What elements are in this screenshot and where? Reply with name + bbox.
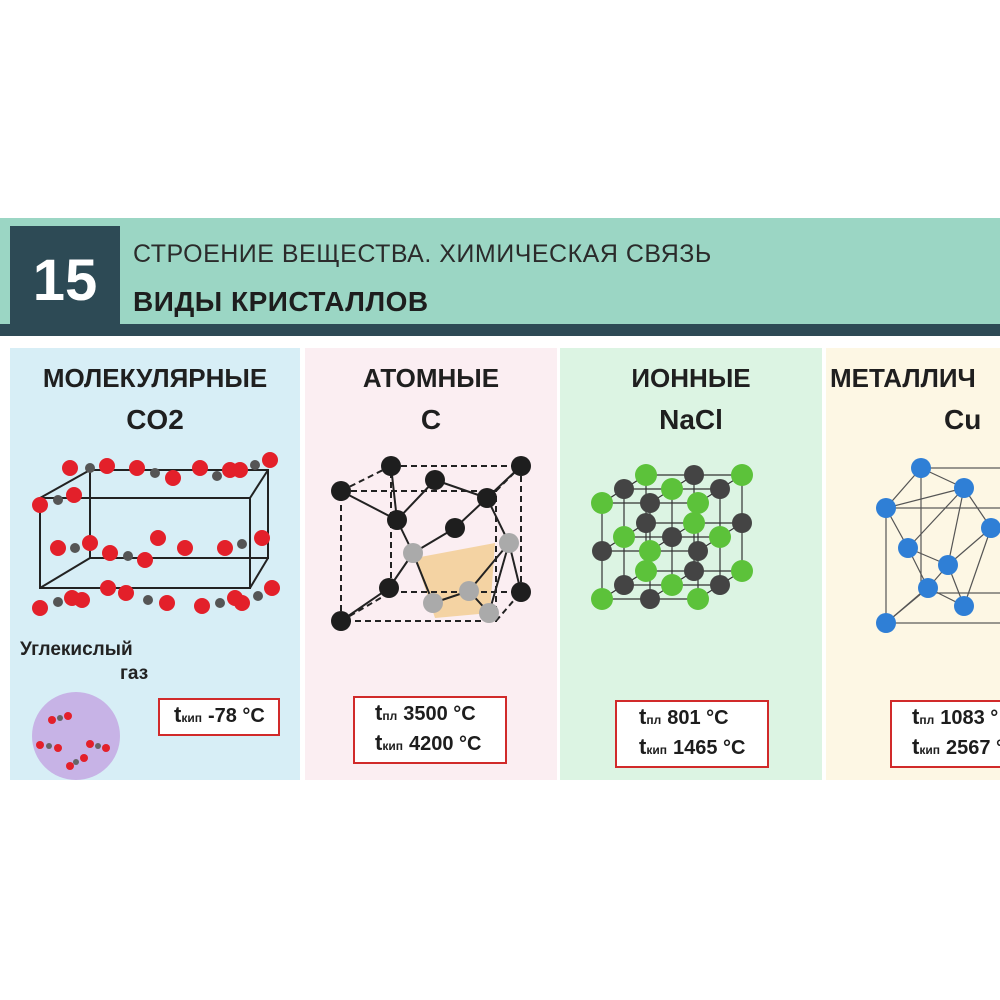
sodium-ion — [661, 478, 683, 500]
chlorine-ion — [640, 589, 660, 609]
chlorine-ion — [684, 465, 704, 485]
panel-type: ИОННЫЕ — [631, 363, 751, 393]
chlorine-ion — [662, 527, 682, 547]
sodium-ion — [687, 588, 709, 610]
sodium-ion — [683, 512, 705, 534]
chlorine-ion — [684, 561, 704, 581]
chapter-number: 15 — [10, 226, 120, 334]
panel-formula: CO2 — [126, 404, 184, 435]
chlorine-ion — [710, 575, 730, 595]
gas-molecules-icon — [32, 692, 120, 780]
sodium-ion — [591, 588, 613, 610]
sodium-ion — [687, 492, 709, 514]
sodium-ion — [709, 526, 731, 548]
chapter-title: ВИДЫ КРИСТАЛЛОВ — [133, 286, 429, 317]
sodium-ion — [731, 464, 753, 486]
chlorine-ion — [688, 541, 708, 561]
sodium-ion — [661, 574, 683, 596]
header-bar — [0, 324, 1000, 336]
chlorine-ion — [710, 479, 730, 499]
sodium-ion — [639, 540, 661, 562]
header: 15 СТРОЕНИЕ ВЕЩЕСТВА. ХИМИЧЕСКАЯ СВЯЗЬ В… — [0, 218, 1000, 336]
poster: 15 СТРОЕНИЕ ВЕЩЕСТВА. ХИМИЧЕСКАЯ СВЯЗЬ В… — [0, 218, 1000, 780]
panel-formula: Cu — [944, 404, 982, 435]
copper-crystal-icon — [876, 458, 1000, 633]
panel-molecular: МОЛЕКУЛЯРНЫЕ CO2 — [10, 348, 300, 780]
molecular-crystal-icon — [32, 452, 280, 616]
gas-label-line2: газ — [120, 663, 149, 684]
sodium-ion — [731, 560, 753, 582]
gas-label: Углекислый газ — [20, 638, 148, 686]
chlorine-ion — [640, 493, 660, 513]
panel-formula: NaCl — [659, 404, 723, 435]
sodium-ion — [635, 464, 657, 486]
panel-type: АТОМНЫЕ — [362, 363, 500, 393]
chlorine-ion — [592, 541, 612, 561]
panel-type: МЕТАЛЛИЧ — [830, 363, 976, 393]
panel-metallic: МЕТАЛЛИЧ Cu — [826, 348, 1000, 780]
chlorine-ion — [614, 479, 634, 499]
chlorine-ion — [614, 575, 634, 595]
chapter-subtitle: СТРОЕНИЕ ВЕЩЕСТВА. ХИМИЧЕСКАЯ СВЯЗЬ — [133, 240, 712, 268]
gas-label-line1: Углекислый — [20, 639, 133, 660]
chlorine-ion — [732, 513, 752, 533]
panel-formula: C — [420, 404, 442, 435]
sodium-ion — [591, 492, 613, 514]
nacl-crystal-icon — [591, 464, 753, 610]
chlorine-ion — [636, 513, 656, 533]
sodium-ion — [613, 526, 635, 548]
panel-atomic: АТОМНЫЕ C — [305, 348, 557, 780]
panel-type: МОЛЕКУЛЯРНЫЕ — [42, 363, 268, 393]
sodium-ion — [635, 560, 657, 582]
diamond-crystal-icon — [331, 456, 531, 631]
